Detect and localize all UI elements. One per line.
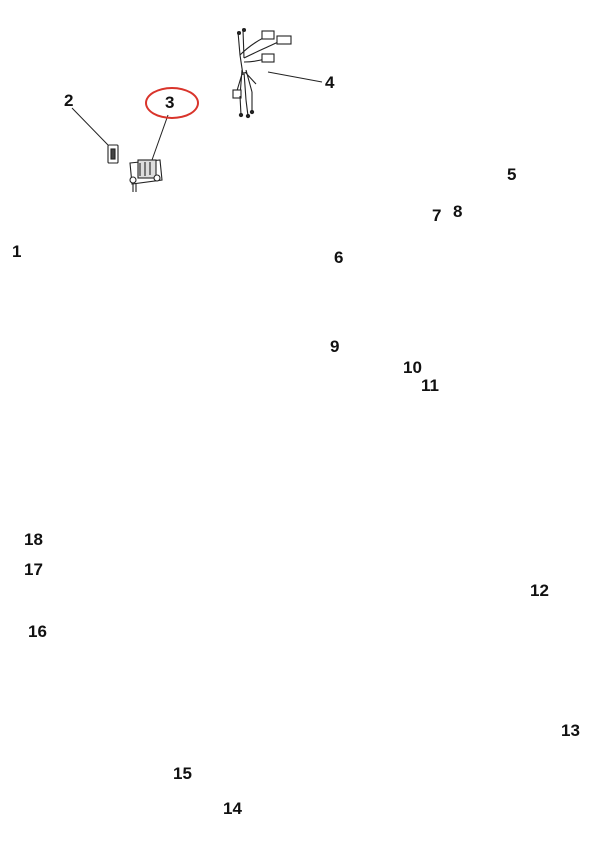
part-4-wiring-harness[interactable]	[232, 27, 292, 119]
part-label-6[interactable]: 6	[334, 248, 344, 267]
part-label-18[interactable]: 18	[24, 530, 43, 549]
part-label-7[interactable]: 7	[432, 206, 442, 225]
part-label-4[interactable]: 4	[325, 73, 335, 92]
leader-line-2	[71, 107, 109, 146]
highlight-circle	[145, 87, 199, 119]
part-label-13[interactable]: 13	[561, 721, 580, 740]
part-3-door-lock[interactable]	[129, 159, 163, 192]
part-label-11[interactable]: 11	[421, 376, 439, 395]
part-label-1[interactable]: 1	[12, 242, 22, 261]
leader-line-4	[267, 71, 323, 83]
part-label-17[interactable]: 17	[24, 560, 43, 579]
part-label-5[interactable]: 5	[507, 165, 517, 184]
part-label-15[interactable]: 15	[173, 764, 192, 783]
part-label-8[interactable]: 8	[453, 202, 463, 221]
part-label-9[interactable]: 9	[330, 337, 340, 356]
leader-line-3	[151, 114, 169, 161]
part-label-3[interactable]: 3	[165, 93, 175, 112]
part-label-12[interactable]: 12	[530, 581, 549, 600]
part-label-10[interactable]: 10	[403, 358, 422, 377]
part-2-latch-striker[interactable]	[107, 144, 119, 164]
part-label-14[interactable]: 14	[223, 799, 242, 818]
part-label-2[interactable]: 2	[64, 91, 74, 110]
part-label-16[interactable]: 16	[28, 622, 47, 641]
